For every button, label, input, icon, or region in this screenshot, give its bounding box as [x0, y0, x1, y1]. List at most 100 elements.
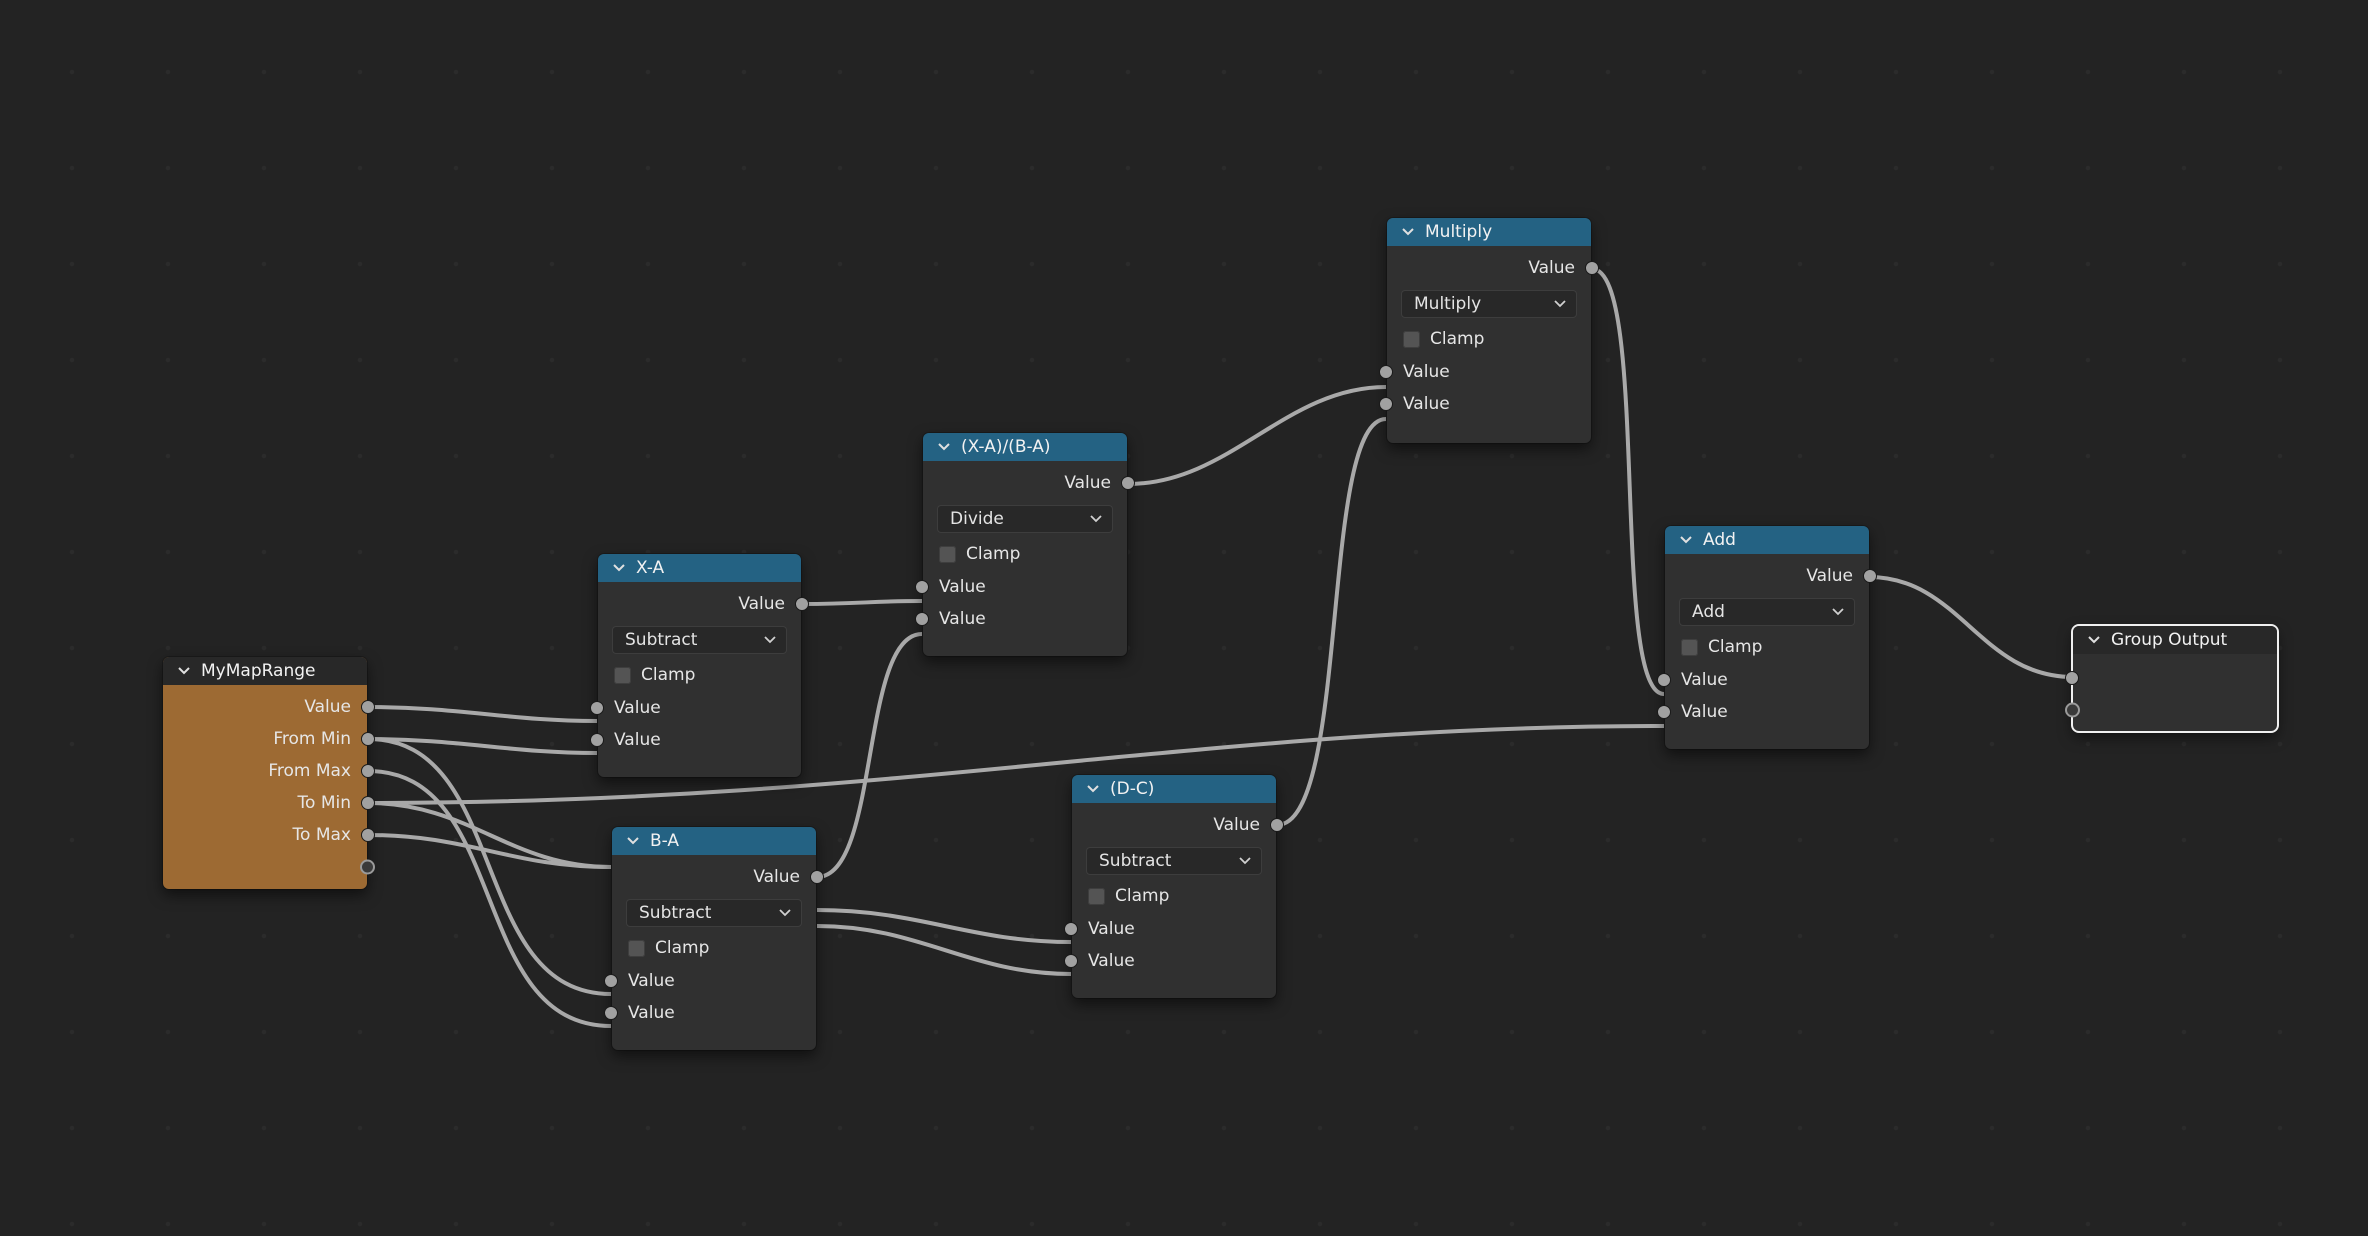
clamp-toggle[interactable]: Clamp	[1387, 322, 1591, 356]
input-socket-row: Value	[590, 692, 801, 724]
empty-input-socket[interactable]	[2065, 702, 2080, 718]
node-d-c[interactable]: (D-C) Value Subtract Clamp Value Value	[1064, 775, 1284, 998]
node-b-a[interactable]: B-A Value Subtract Clamp Value Value	[604, 827, 824, 1050]
node-header[interactable]: X-A	[598, 554, 801, 582]
clamp-checkbox[interactable]	[628, 939, 645, 957]
chevron-down-icon[interactable]	[1675, 535, 1697, 545]
chevron-down-icon[interactable]	[933, 442, 955, 452]
node-title: X-A	[636, 558, 665, 578]
empty-output-socket[interactable]	[360, 859, 375, 875]
input-socket[interactable]	[915, 580, 929, 594]
output-socket-row: Value	[612, 861, 824, 893]
link-add-to-groupoutput	[1867, 575, 2075, 679]
output-socket[interactable]	[810, 870, 824, 884]
input-socket[interactable]	[604, 974, 618, 988]
input-socket[interactable]	[1379, 397, 1393, 411]
input-socket[interactable]	[1064, 954, 1078, 968]
chevron-down-icon[interactable]	[622, 836, 644, 846]
clamp-toggle[interactable]: Clamp	[923, 537, 1127, 571]
link-divide-to-multiply	[1126, 385, 1388, 486]
input-socket[interactable]	[590, 733, 604, 747]
clamp-checkbox[interactable]	[1403, 330, 1420, 348]
node-title: Add	[1703, 530, 1736, 550]
link-frommax-to-ba	[366, 769, 613, 1028]
node-header[interactable]: Group Output	[2073, 626, 2277, 654]
operation-dropdown[interactable]: Subtract	[612, 626, 787, 654]
input-socket[interactable]	[1657, 673, 1671, 687]
node-header[interactable]: B-A	[612, 827, 816, 855]
operation-dropdown[interactable]: Subtract	[626, 899, 802, 927]
node-title: Group Output	[2111, 630, 2228, 650]
output-socket[interactable]	[361, 796, 375, 810]
node-group-input[interactable]: MyMapRange Value From Min From Max To Mi…	[163, 657, 375, 889]
node-header[interactable]: Multiply	[1387, 218, 1591, 246]
output-socket-row: To Max	[163, 819, 375, 851]
node-group-output[interactable]: Group Output	[2065, 626, 2277, 731]
link-tomin-to-add	[366, 724, 1666, 805]
operation-dropdown[interactable]: Add	[1679, 598, 1855, 626]
output-socket[interactable]	[361, 764, 375, 778]
input-socket[interactable]	[604, 1006, 618, 1020]
output-socket-row: Value	[1387, 252, 1599, 284]
output-socket[interactable]	[361, 700, 375, 714]
link-ba-to-dc-2	[815, 924, 1073, 976]
node-add[interactable]: Add Value Add Clamp Value Value	[1657, 526, 1877, 749]
output-socket-row: Value	[163, 691, 375, 723]
node-divide[interactable]: (X-A)/(B-A) Value Divide Clamp Value Val…	[915, 433, 1135, 656]
node-multiply[interactable]: Multiply Value Multiply Clamp Value Valu…	[1379, 218, 1599, 443]
operation-dropdown[interactable]: Subtract	[1086, 847, 1262, 875]
input-socket-row	[2065, 662, 2277, 694]
node-title: (X-A)/(B-A)	[961, 437, 1051, 457]
clamp-checkbox[interactable]	[1681, 638, 1698, 656]
output-socket-row: From Max	[163, 755, 375, 787]
input-socket-row: Value	[915, 603, 1127, 635]
chevron-down-icon[interactable]	[1397, 227, 1419, 237]
input-socket[interactable]	[2065, 671, 2079, 685]
input-socket[interactable]	[590, 701, 604, 715]
link-tomax-to-ba	[366, 833, 613, 869]
clamp-toggle[interactable]: Clamp	[1072, 879, 1276, 913]
output-socket[interactable]	[1121, 476, 1135, 490]
link-tomin-to-ba	[366, 801, 613, 869]
input-socket-row: Value	[604, 965, 816, 997]
input-socket-row: Value	[915, 571, 1127, 603]
chevron-down-icon	[1554, 300, 1566, 308]
input-socket[interactable]	[1657, 705, 1671, 719]
input-socket[interactable]	[915, 612, 929, 626]
node-x-a[interactable]: X-A Value Subtract Clamp Value Value	[590, 554, 809, 777]
node-header[interactable]: (D-C)	[1072, 775, 1276, 803]
input-socket-row: Value	[1657, 664, 1869, 696]
output-socket[interactable]	[795, 597, 809, 611]
node-title: (D-C)	[1110, 779, 1155, 799]
output-socket-row: Value	[1665, 560, 1877, 592]
output-socket[interactable]	[1863, 569, 1877, 583]
node-header[interactable]: (X-A)/(B-A)	[923, 433, 1127, 461]
output-socket[interactable]	[361, 828, 375, 842]
link-ba-to-divide	[815, 632, 924, 879]
chevron-down-icon	[764, 636, 776, 644]
input-socket-row: Value	[1379, 388, 1591, 420]
clamp-toggle[interactable]: Clamp	[1665, 630, 1869, 664]
chevron-down-icon[interactable]	[1082, 784, 1104, 794]
node-header[interactable]: Add	[1665, 526, 1869, 554]
clamp-checkbox[interactable]	[614, 666, 631, 684]
chevron-down-icon[interactable]	[2083, 635, 2105, 645]
operation-dropdown[interactable]: Multiply	[1401, 290, 1577, 318]
clamp-toggle[interactable]: Clamp	[598, 658, 801, 692]
clamp-toggle[interactable]: Clamp	[612, 931, 816, 965]
operation-dropdown[interactable]: Divide	[937, 505, 1113, 533]
chevron-down-icon[interactable]	[173, 666, 195, 676]
output-socket[interactable]	[1585, 261, 1599, 275]
clamp-checkbox[interactable]	[1088, 887, 1105, 905]
input-socket[interactable]	[1379, 365, 1393, 379]
input-socket[interactable]	[1064, 922, 1078, 936]
chevron-down-icon[interactable]	[608, 563, 630, 573]
link-frommin-to-xa	[366, 737, 599, 755]
output-socket[interactable]	[1270, 818, 1284, 832]
link-value-to-xa	[366, 705, 599, 723]
node-header[interactable]: MyMapRange	[163, 657, 367, 685]
clamp-checkbox[interactable]	[939, 545, 956, 563]
output-socket[interactable]	[361, 732, 375, 746]
input-socket-row: Value	[590, 724, 801, 756]
